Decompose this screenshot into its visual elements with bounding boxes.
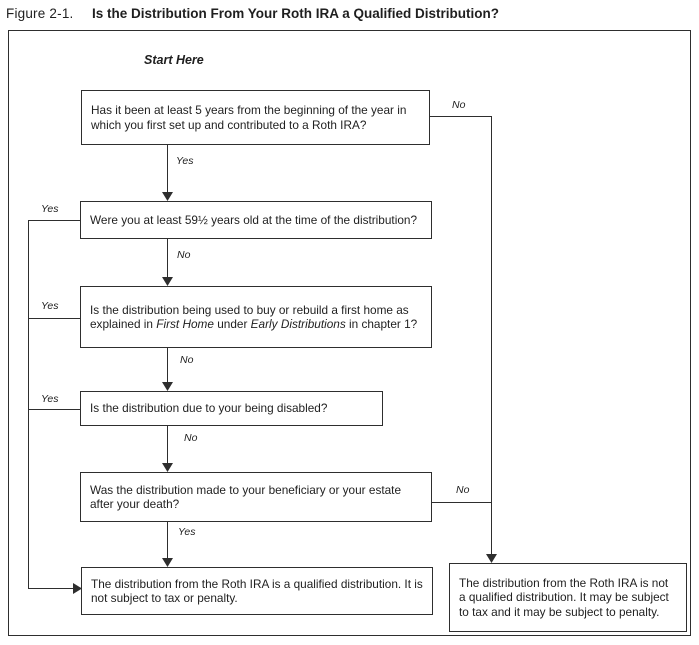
node-q3-first-home: Is the distribution being used to buy or… (80, 286, 432, 348)
edge-label-q4-yes: Yes (41, 393, 59, 405)
diagram-border (8, 30, 691, 636)
figure-number-label: Figure 2-1. (6, 6, 74, 21)
node-q2-text: Were you at least 59½ years old at the t… (90, 212, 418, 227)
edge-label-q5-no: No (456, 484, 470, 496)
node-q2-age-59half: Were you at least 59½ years old at the t… (80, 201, 432, 239)
edge-label-q3-yes: Yes (41, 300, 59, 312)
node-q1-text: Has it been at least 5 years from the be… (91, 103, 407, 132)
edge-label-q2-yes: Yes (41, 203, 59, 215)
edge-label-q3-no: No (180, 354, 194, 366)
node-end-qualified-text: The distribution from the Roth IRA is a … (91, 576, 423, 605)
start-here-label: Start Here (144, 53, 204, 67)
node-end-not-qualified: The distribution from the Roth IRA is no… (449, 563, 687, 632)
edge-label-q1-yes: Yes (176, 155, 194, 167)
node-q4-text: Is the distribution due to your being di… (90, 401, 328, 416)
node-q3-text: Is the distribution being used to buy or… (90, 302, 418, 331)
node-q1-five-year-rule: Has it been at least 5 years from the be… (81, 90, 430, 145)
edge-label-q2-no: No (177, 249, 191, 261)
node-end-qualified: The distribution from the Roth IRA is a … (81, 567, 433, 615)
edge-label-q1-no: No (452, 99, 466, 111)
node-end-not-qualified-text: The distribution from the Roth IRA is no… (459, 576, 669, 619)
edge-label-q4-no: No (184, 432, 198, 444)
node-q5-beneficiary: Was the distribution made to your benefi… (80, 472, 432, 522)
edge-label-q5-yes: Yes (178, 526, 196, 538)
figure-title: Is the Distribution From Your Roth IRA a… (92, 6, 499, 21)
node-q5-text: Was the distribution made to your benefi… (90, 482, 402, 511)
node-q4-disabled: Is the distribution due to your being di… (80, 391, 383, 426)
